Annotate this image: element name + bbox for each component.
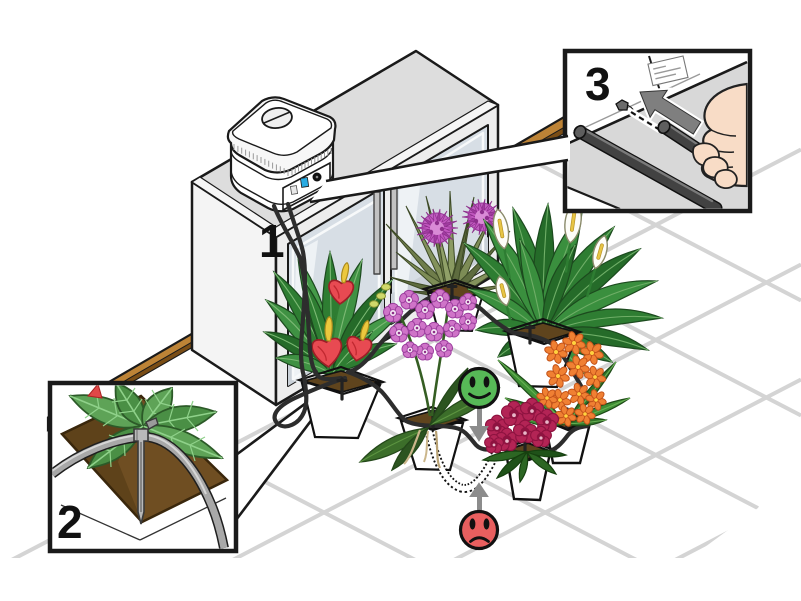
svg-text:2: 2 — [57, 496, 83, 548]
svg-text:3: 3 — [585, 58, 611, 110]
